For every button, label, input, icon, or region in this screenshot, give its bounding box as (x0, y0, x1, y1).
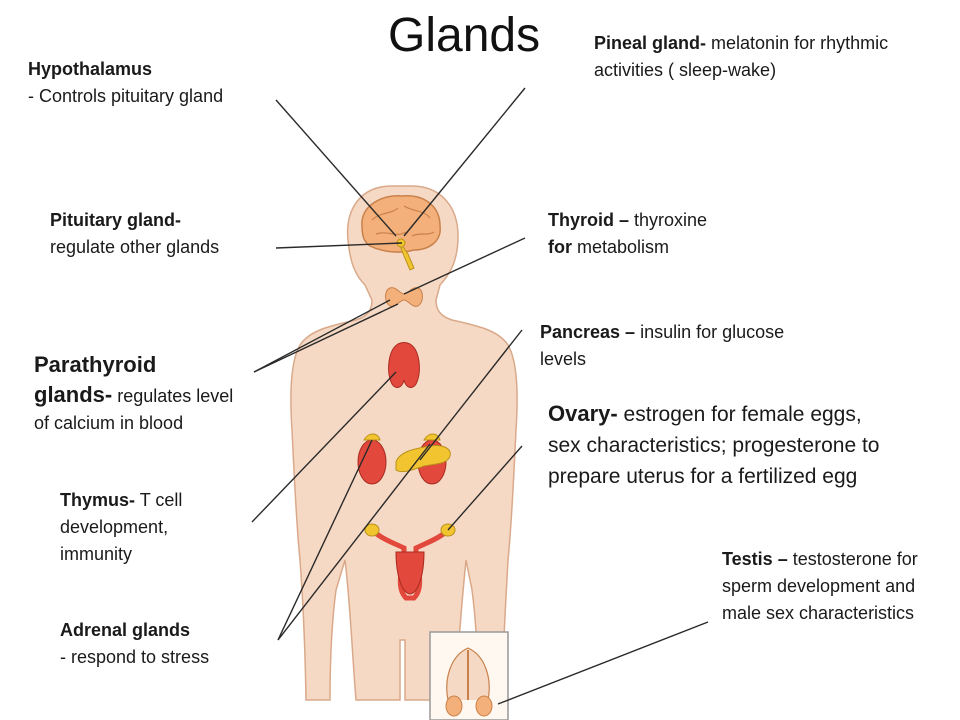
brain-icon (361, 195, 441, 253)
adrenal-desc: - respond to stress (60, 647, 210, 667)
thyroid-desc-1: thyroxine (629, 210, 708, 230)
parathyroid-leader-2 (253, 303, 399, 373)
label-pineal-gland: Pineal gland- melatonin for rhythmic act… (594, 30, 904, 84)
testis-desc: testosterone for sperm development and m… (722, 549, 918, 623)
label-pancreas: Pancreas – insulin for glucose levels (540, 319, 790, 373)
label-parathyroid-glands: Parathyroid glands- regulates level of c… (34, 350, 244, 437)
ovary-desc: estrogen for female eggs, sex characteri… (548, 403, 880, 488)
ovary-leader (447, 445, 523, 531)
hypothalamus-name: Hypothalamus (28, 59, 153, 79)
thymus-icon (388, 342, 420, 388)
thymus-leader (251, 371, 397, 523)
label-adrenal-glands: Adrenal glands - respond to stress (60, 617, 209, 671)
hypothalamus-leader (275, 99, 397, 237)
human-body-silhouette (290, 185, 518, 701)
thymus-desc: T cell development, immunity (60, 490, 183, 564)
parathyroid-name-2: glands- (34, 382, 113, 407)
pineal-desc: melatonin for rhythmic activities ( slee… (594, 33, 889, 80)
thymus-name: Thymus- (60, 490, 136, 510)
label-pituitary-gland: Pituitary gland- regulate other glands (50, 207, 240, 261)
thyroid-name: Thyroid – (548, 210, 630, 230)
pancreas-icon (395, 445, 451, 473)
pituitary-desc: regulate other glands (50, 237, 220, 257)
label-testis: Testis – testosterone for sperm developm… (722, 546, 952, 627)
label-hypothalamus: Hypothalamus - Controls pituitary gland (28, 56, 223, 110)
ovary-name: Ovary- (548, 401, 618, 426)
ovary-uterus-icon (364, 523, 456, 601)
adrenal-name: Adrenal glands (60, 620, 191, 640)
label-ovary: Ovary- estrogen for female eggs, sex cha… (548, 398, 888, 492)
adrenal-leader-2 (277, 443, 431, 641)
label-thymus: Thymus- T cell development, immunity (60, 487, 245, 568)
pineal-name: Pineal gland- (594, 33, 707, 53)
parathyroid-name-1: Parathyroid (34, 352, 157, 377)
thyroid-for: for (548, 237, 572, 257)
pituitary-leader (275, 242, 403, 249)
testis-name: Testis – (722, 549, 788, 569)
thyroid-desc-2: metabolism (572, 237, 670, 257)
diagram-title: Glands (388, 9, 541, 62)
hypothalamus-desc: - Controls pituitary gland (28, 86, 224, 106)
label-thyroid: Thyroid – thyroxine for metabolism (548, 207, 788, 261)
leader-lines (251, 87, 709, 705)
testis-leader (497, 621, 709, 705)
pancreas-leader (419, 329, 523, 461)
testis-inset-icon (429, 631, 509, 720)
adrenal-leader-1 (277, 439, 373, 641)
thyroid-leader (403, 237, 526, 295)
parathyroid-desc: regulates level of calcium in blood (34, 386, 234, 433)
pituitary-name: Pituitary gland- (50, 210, 182, 230)
pancreas-name: Pancreas – (540, 322, 636, 342)
parathyroid-leader-1 (253, 299, 391, 373)
pineal-leader (403, 87, 526, 237)
pancreas-desc: insulin for glucose levels (540, 322, 785, 369)
